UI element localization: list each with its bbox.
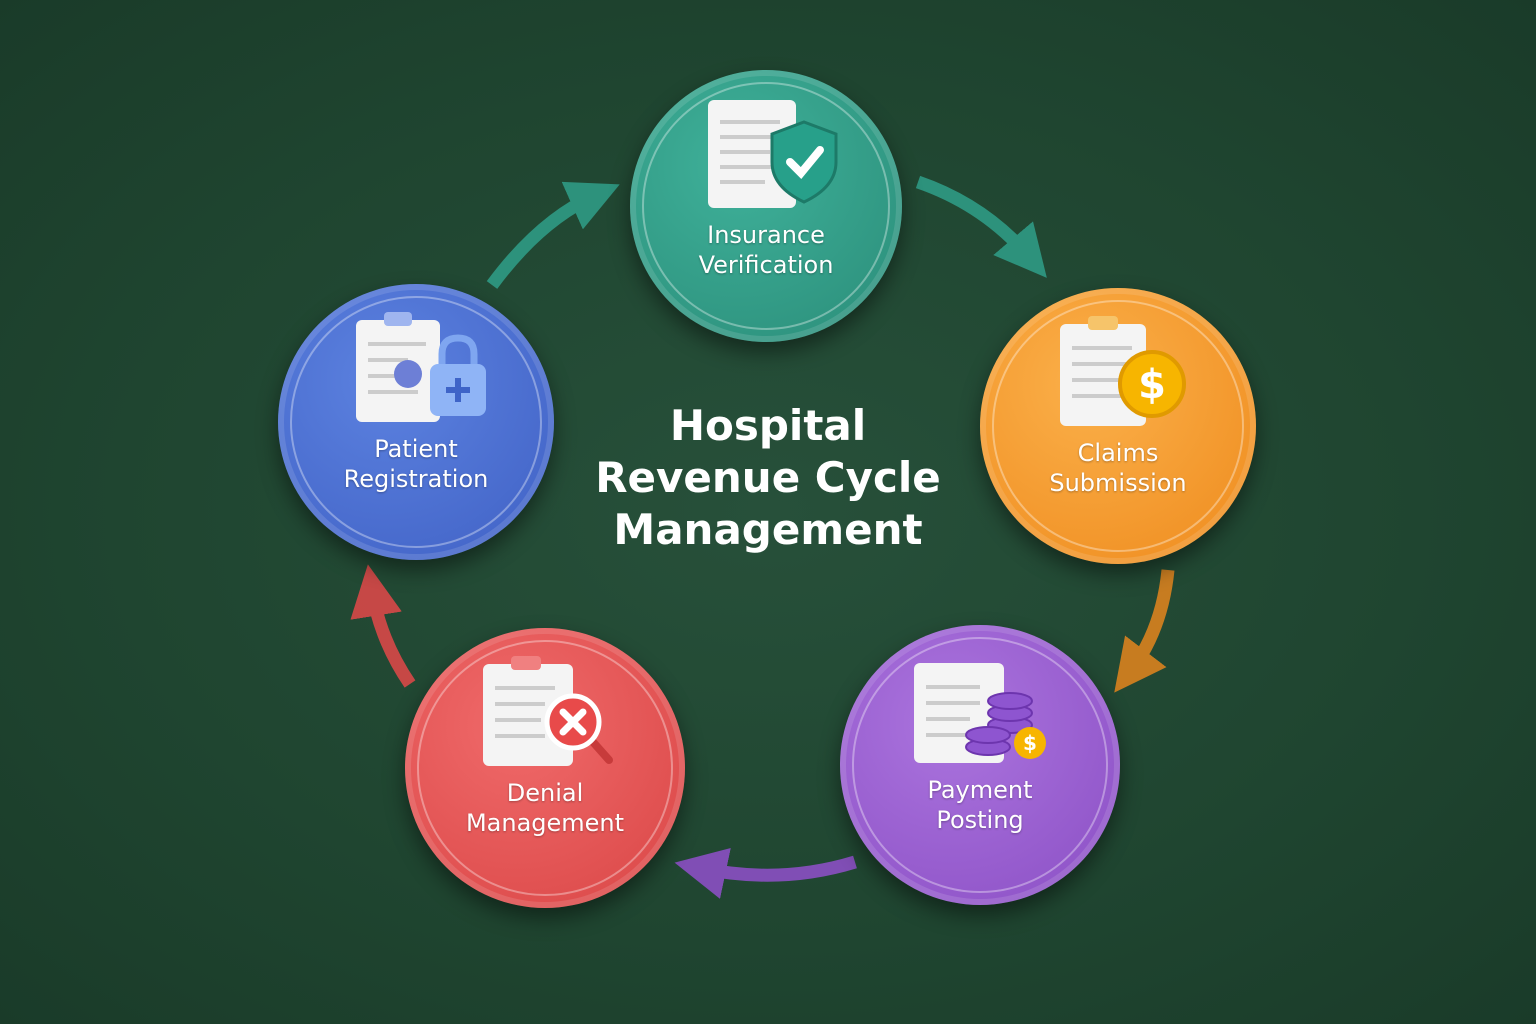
step-label: Insurance Verification [630,220,902,280]
diagram-title: Hospital Revenue Cycle Management [568,400,968,556]
title-line: Revenue Cycle [595,453,941,502]
step-label: Denial Management [405,778,685,838]
clipboard-dollar-coin-icon: $ [1060,316,1186,426]
label-line: Insurance [707,221,825,249]
clipboard-lock-icon [356,312,486,422]
label-line: Submission [1049,469,1187,497]
arrow-payment-to-denial [674,847,857,899]
step-label: Payment Posting [840,775,1120,835]
step-claims-submission: $ Claims Submission [980,288,1256,564]
title-line: Management [613,505,923,554]
label-line: Management [465,809,625,837]
clipboard-magnifier-x-icon [483,656,613,766]
arrow-verification-to-claims [915,175,1047,278]
label-line: Verification [698,251,834,279]
label-line: Patient [374,435,458,463]
svg-text:$: $ [1023,731,1037,755]
label-line: Payment [927,776,1033,804]
step-payment-posting: $ Payment Posting [840,625,1120,905]
step-label: Claims Submission [980,438,1256,498]
label-line: Registration [343,465,489,493]
svg-text:$: $ [1138,362,1166,408]
arrow-denial-to-registration [350,564,416,688]
step-patient-registration: Patient Registration [278,284,554,560]
arrow-registration-to-verification [486,181,620,289]
step-insurance-verification: Insurance Verification [630,70,902,342]
document-shield-check-icon [708,100,838,208]
label-line: Posting [936,806,1024,834]
label-line: Claims [1077,439,1159,467]
title-line: Hospital [669,401,867,450]
arrow-claims-to-payment [1114,569,1175,693]
step-label: Patient Registration [278,434,554,494]
label-line: Denial [506,779,584,807]
step-denial-management: Denial Management [405,628,685,908]
document-coins-icon: $ [914,663,1046,763]
